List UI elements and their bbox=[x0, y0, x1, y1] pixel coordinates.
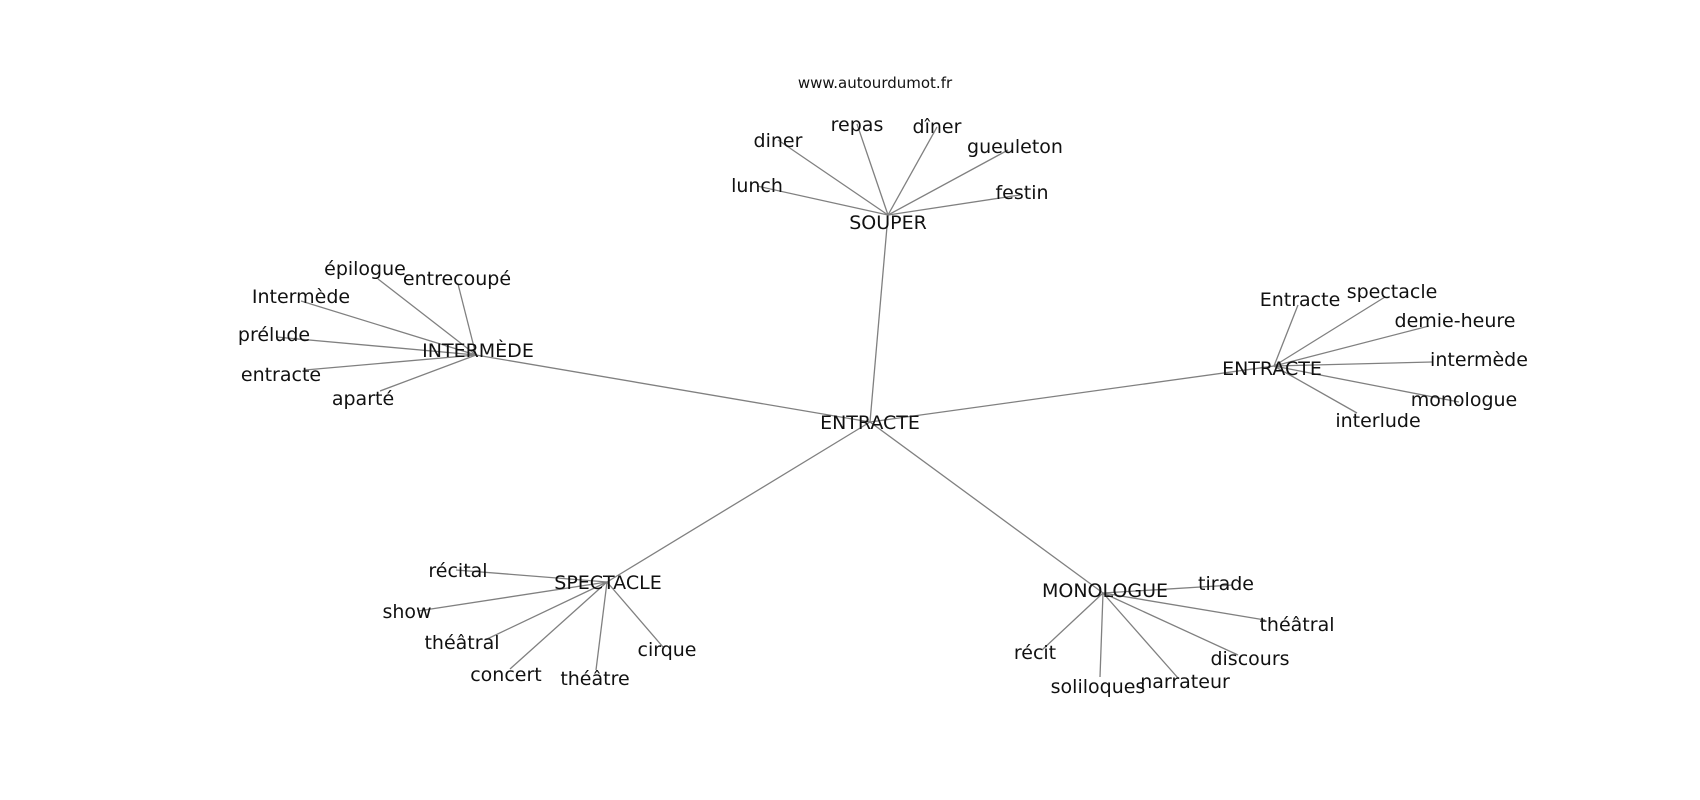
word-node: diner bbox=[754, 130, 803, 152]
word-node: Intermède bbox=[252, 286, 350, 308]
word-node: récital bbox=[428, 560, 487, 582]
edge-hub-to-word bbox=[1102, 592, 1266, 621]
edge-hub-to-word bbox=[417, 581, 608, 612]
edge-hub-to-word bbox=[1273, 296, 1386, 367]
edge-hub-to-word bbox=[856, 123, 889, 216]
edge-hub-to-word bbox=[887, 126, 938, 216]
edge-center-to-hub bbox=[475, 354, 871, 423]
edge-hub-to-word bbox=[1273, 361, 1433, 367]
edge-hub-to-word bbox=[1273, 365, 1460, 403]
edge-hub-to-word bbox=[777, 139, 889, 216]
edge-hub-to-word bbox=[1102, 592, 1239, 656]
word-node: narrateur bbox=[1140, 671, 1230, 693]
edge-center-to-hub bbox=[869, 365, 1275, 423]
word-node: récit bbox=[1014, 642, 1056, 664]
edge-hub-to-word bbox=[595, 581, 608, 671]
edge-hub-to-word bbox=[457, 283, 477, 356]
word-node: monologue bbox=[1411, 389, 1518, 411]
word-node: discours bbox=[1210, 648, 1289, 670]
edge-hub-to-word bbox=[887, 194, 1021, 216]
word-node: Entracte bbox=[1260, 289, 1341, 311]
word-node: cirque bbox=[638, 639, 697, 661]
word-node: demie-heure bbox=[1395, 310, 1516, 332]
edge-hub-to-word bbox=[1102, 584, 1234, 594]
word-node: épilogue bbox=[324, 258, 406, 280]
word-node: spectacle bbox=[1347, 281, 1438, 303]
edge-hub-to-word bbox=[1102, 592, 1179, 679]
edges bbox=[275, 123, 1460, 679]
edge-hub-to-word bbox=[275, 336, 477, 356]
word-node: soliloques bbox=[1051, 676, 1146, 698]
word-node: festin bbox=[995, 182, 1048, 204]
word-node: entracte bbox=[241, 364, 321, 386]
word-node: théâtral bbox=[424, 632, 499, 654]
word-node: gueuleton bbox=[967, 136, 1063, 158]
word-node: show bbox=[382, 601, 431, 623]
word-node: dîner bbox=[913, 116, 962, 138]
word-node: tirade bbox=[1198, 573, 1254, 595]
edge-center-to-hub bbox=[606, 421, 871, 583]
edge-hub-to-word bbox=[304, 354, 477, 371]
watermark: www.autourdumot.fr bbox=[798, 74, 953, 92]
word-node: théâtre bbox=[560, 668, 629, 690]
edge-hub-to-word bbox=[300, 300, 477, 356]
word-node: interlude bbox=[1335, 410, 1420, 432]
edge-hub-to-word bbox=[455, 569, 608, 583]
edge-center-to-hub bbox=[869, 214, 889, 423]
word-node: repas bbox=[831, 114, 884, 136]
center-node: ENTRACTE bbox=[820, 412, 920, 434]
word-node: lunch bbox=[731, 175, 783, 197]
edge-hub-to-word bbox=[377, 278, 477, 356]
edge-hub-to-word bbox=[379, 354, 477, 392]
edge-hub-to-word bbox=[606, 581, 664, 648]
edge-hub-to-word bbox=[1099, 592, 1104, 678]
word-node: intermède bbox=[1430, 349, 1528, 371]
word-node: aparté bbox=[332, 388, 394, 410]
edge-hub-to-word bbox=[887, 149, 1009, 216]
edge-hub-to-word bbox=[1273, 325, 1430, 367]
word-node: concert bbox=[470, 664, 542, 686]
hub-node: SPECTACLE bbox=[554, 572, 661, 594]
hub-node: MONOLOGUE bbox=[1042, 580, 1168, 602]
word-node: prélude bbox=[238, 324, 310, 346]
edge-hub-to-word bbox=[756, 185, 889, 216]
word-node: entrecoupé bbox=[403, 268, 511, 290]
word-node: théâtral bbox=[1259, 614, 1334, 636]
edge-hub-to-word bbox=[509, 581, 608, 670]
hub-node: SOUPER bbox=[849, 212, 927, 234]
hub-node: ENTRACTE bbox=[1222, 358, 1322, 380]
edge-center-to-hub bbox=[869, 421, 1104, 594]
edge-hub-to-word bbox=[1273, 304, 1299, 367]
edge-hub-to-word bbox=[1273, 365, 1358, 414]
hub-node: INTERMÈDE bbox=[422, 339, 534, 362]
edge-hub-to-word bbox=[1041, 592, 1104, 651]
edge-hub-to-word bbox=[484, 581, 608, 641]
